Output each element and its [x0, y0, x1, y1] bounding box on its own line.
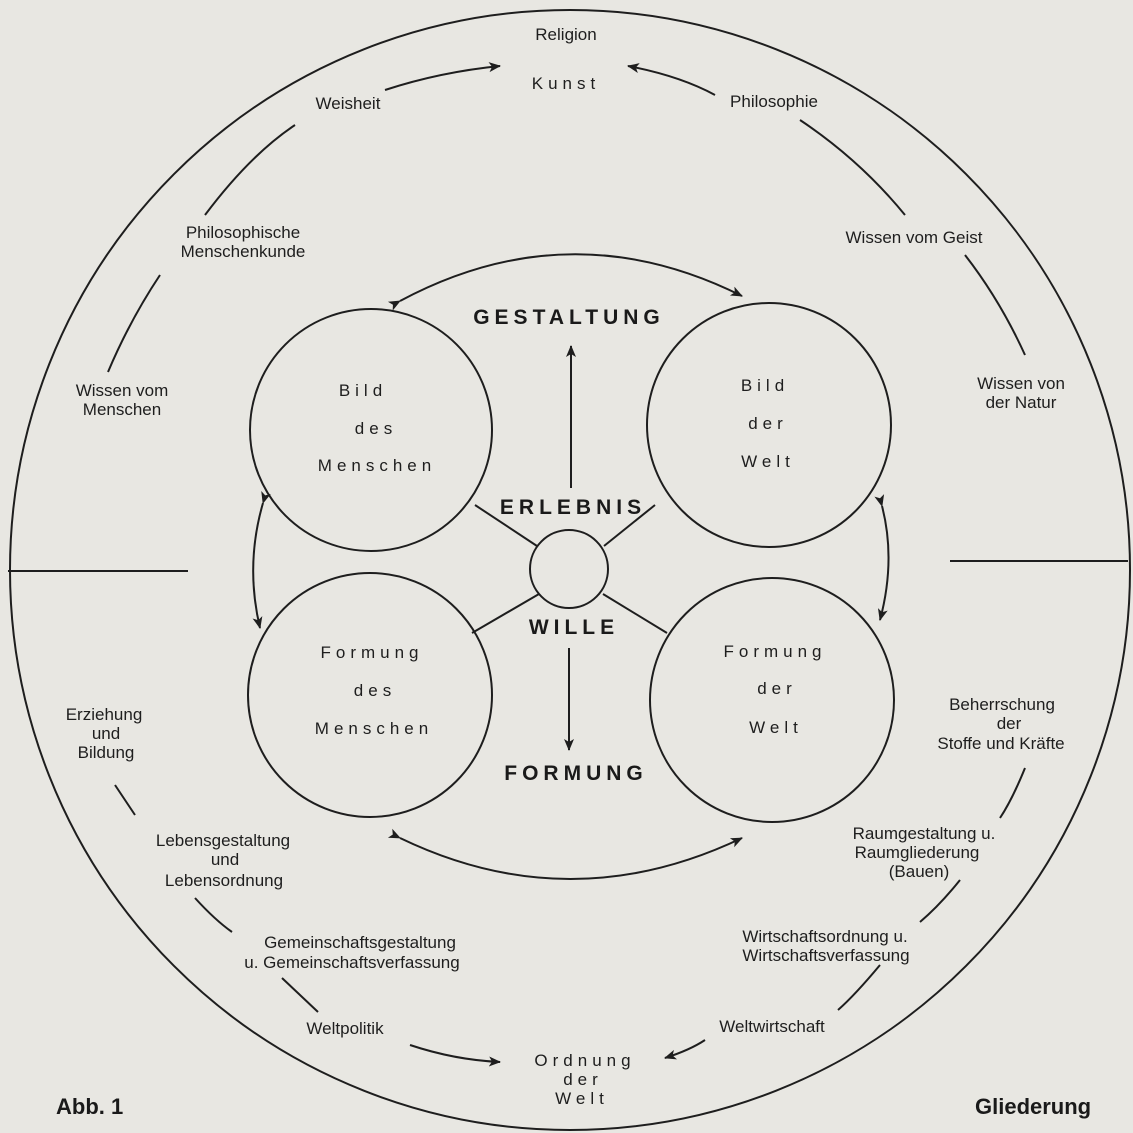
- label-ordnung-3: Welt: [555, 1089, 609, 1108]
- label-wissen-natur-1: Wissen von: [977, 374, 1065, 393]
- label-erlebnis: ERLEBNIS: [500, 496, 646, 519]
- label-lebensgestaltung-1: Lebensgestaltung: [156, 831, 290, 850]
- label-wissen-natur-2: der Natur: [986, 393, 1057, 412]
- outer-ring-connectors: [107, 62, 1026, 1067]
- label-raumgestaltung-2: Raumgliederung: [855, 843, 980, 862]
- label-lebensgestaltung-3: Lebensordnung: [165, 871, 283, 890]
- label-ordnung-2: der: [563, 1070, 603, 1089]
- label-erziehung-3: Bildung: [78, 743, 135, 762]
- bild-menschen-2: des: [355, 419, 397, 438]
- bild-menschen-1: Bild: [339, 381, 387, 400]
- label-wirtschaft-1: Wirtschaftsordnung u.: [742, 927, 907, 946]
- label-gestaltung: GESTALTUNG: [473, 306, 665, 329]
- spokes: [471, 504, 668, 634]
- bild-welt-3: Welt: [741, 452, 795, 471]
- circle-formung-menschen: [247, 572, 493, 818]
- circle-formung-welt: [649, 577, 895, 823]
- formung-welt-1: Formung: [723, 642, 826, 661]
- label-lebensgestaltung-2: und: [211, 850, 239, 869]
- label-raumgestaltung-1: Raumgestaltung u.: [853, 824, 996, 843]
- formung-welt-3: Welt: [749, 718, 803, 737]
- label-wissen-menschen-2: Menschen: [83, 400, 161, 419]
- label-wirtschaft-2: Wirtschaftsverfassung: [742, 946, 909, 965]
- label-religion: Religion: [535, 25, 596, 44]
- label-gemeinschaft-1: Gemeinschaftsgestaltung: [264, 933, 456, 952]
- caption-abb: Abb. 1: [56, 1094, 123, 1119]
- circle-bild-welt: [646, 302, 892, 548]
- label-phil-menschenkunde-2: Menschenkunde: [181, 242, 306, 261]
- bild-welt-1: Bild: [741, 376, 789, 395]
- label-weltwirtschaft: Weltwirtschaft: [719, 1017, 825, 1036]
- label-raumgestaltung-3: (Bauen): [889, 862, 949, 881]
- formung-menschen-1: Formung: [320, 643, 423, 662]
- inner-arrows: [252, 253, 890, 880]
- bild-menschen-3: Menschen: [318, 456, 436, 475]
- label-phil-menschenkunde-1: Philosophische: [186, 223, 300, 242]
- label-beherrschung-2: der: [997, 714, 1022, 733]
- label-beherrschung-3: Stoffe und Kräfte: [937, 734, 1064, 753]
- formung-menschen-3: Menschen: [315, 719, 433, 738]
- circle-bild-menschen: [249, 308, 493, 552]
- label-gemeinschaft-2: u. Gemeinschaftsverfassung: [244, 953, 459, 972]
- label-beherrschung-1: Beherrschung: [949, 695, 1055, 714]
- label-kunst: Kunst: [532, 74, 600, 93]
- label-formung: FORMUNG: [504, 762, 648, 785]
- formung-welt-2: der: [757, 679, 797, 698]
- label-philosophie: Philosophie: [730, 92, 818, 111]
- label-weltpolitik: Weltpolitik: [306, 1019, 384, 1038]
- bild-welt-2: der: [748, 414, 788, 433]
- label-weisheit: Weisheit: [316, 94, 381, 113]
- caption-gliederung: Gliederung: [975, 1094, 1091, 1119]
- label-wissen-geist: Wissen vom Geist: [846, 228, 983, 247]
- label-erziehung-1: Erziehung: [66, 705, 143, 724]
- center-circle: [529, 529, 609, 609]
- label-wissen-menschen-1: Wissen vom: [76, 381, 169, 400]
- label-wille: WILLE: [529, 616, 619, 639]
- label-erziehung-2: und: [92, 724, 120, 743]
- formung-menschen-2: des: [354, 681, 396, 700]
- label-ordnung-1: Ordnung: [534, 1051, 635, 1070]
